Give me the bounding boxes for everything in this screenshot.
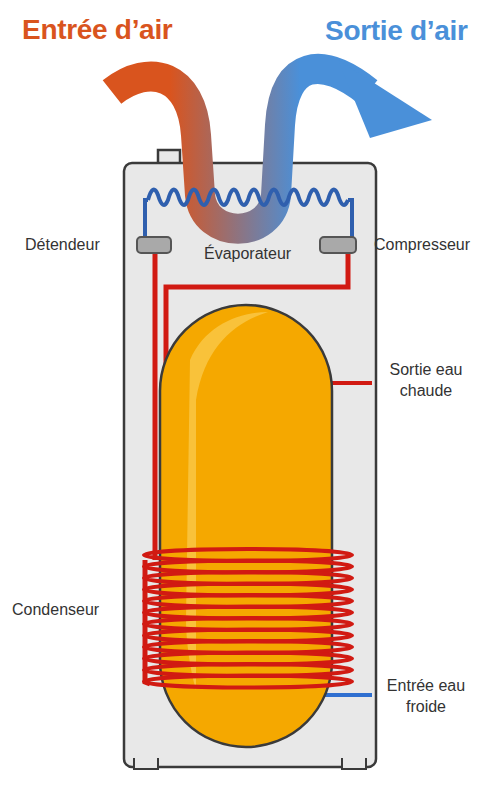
condenser-coil (144, 549, 352, 688)
cold-water-pipe (320, 693, 372, 697)
blue-pipe (348, 200, 352, 240)
blue-pipe (145, 200, 148, 240)
air-flow-arrow (112, 69, 368, 229)
part-label: Condenseur (12, 600, 99, 621)
air-outlet-label: Sortie d’air (325, 13, 468, 49)
air-inlet-label: Entrée d’air (22, 12, 172, 48)
part-label: Évaporateur (204, 244, 291, 265)
air-arrowhead (338, 60, 432, 138)
part-label: Sortie eau chaude (376, 360, 476, 402)
coil-winding (144, 676, 352, 688)
refrigerant-pipe (153, 252, 158, 560)
water-tank (160, 305, 332, 747)
part-label: Entrée eau froide (376, 676, 476, 718)
compressor-symbol (320, 237, 356, 253)
part-label: Détendeur (25, 235, 100, 256)
part-label: Compresseur (374, 235, 470, 256)
housing-fill (126, 168, 374, 758)
tank-highlight (186, 312, 268, 690)
expansion-valve (137, 237, 171, 253)
evaporator-coil (148, 190, 348, 205)
housing (124, 163, 376, 767)
